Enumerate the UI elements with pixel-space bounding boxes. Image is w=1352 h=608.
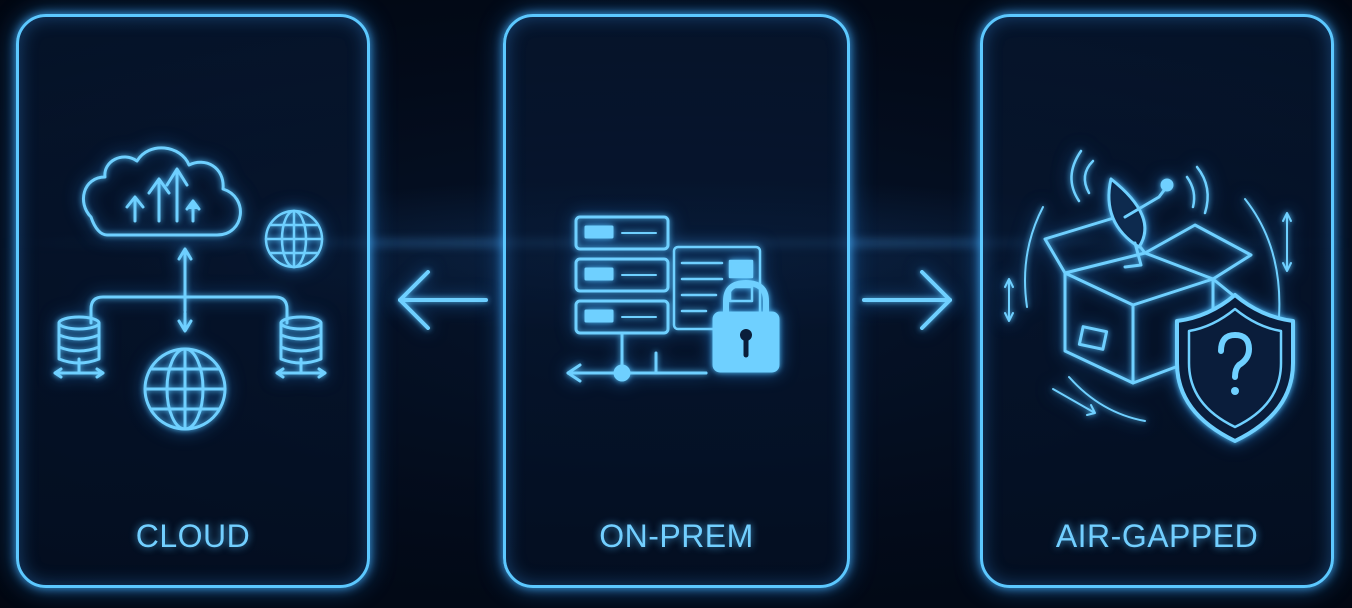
globe-icon [143, 347, 227, 431]
satellite-dish-icon [1107, 177, 1174, 269]
panel-label-on-prem: ON-PREM [599, 518, 754, 554]
on-prem-server-illustration [566, 215, 780, 383]
database-icon [53, 315, 105, 379]
panel-label-cloud: CLOUD [135, 518, 251, 554]
shield-question-icon [1175, 293, 1295, 443]
panel-on-prem: ON-PREM [503, 14, 850, 588]
server-rack-icon [574, 215, 670, 335]
panel-air-gapped: AIR-GAPPED [980, 14, 1334, 588]
open-box-icon [1043, 215, 1253, 385]
cloud-upload-icon [82, 146, 242, 237]
arrow-left-icon [398, 270, 488, 330]
arrow-right-icon [862, 270, 952, 330]
cloud-architecture-illustration [53, 146, 327, 431]
panel-cloud: CLOUD [16, 14, 370, 588]
air-gapped-illustration [1004, 149, 1295, 443]
database-icon [275, 315, 327, 379]
panel-label-air-gapped: AIR-GAPPED [1055, 518, 1259, 554]
padlock-icon [712, 280, 780, 373]
network-node-icon [566, 331, 708, 383]
globe-icon [264, 209, 324, 269]
